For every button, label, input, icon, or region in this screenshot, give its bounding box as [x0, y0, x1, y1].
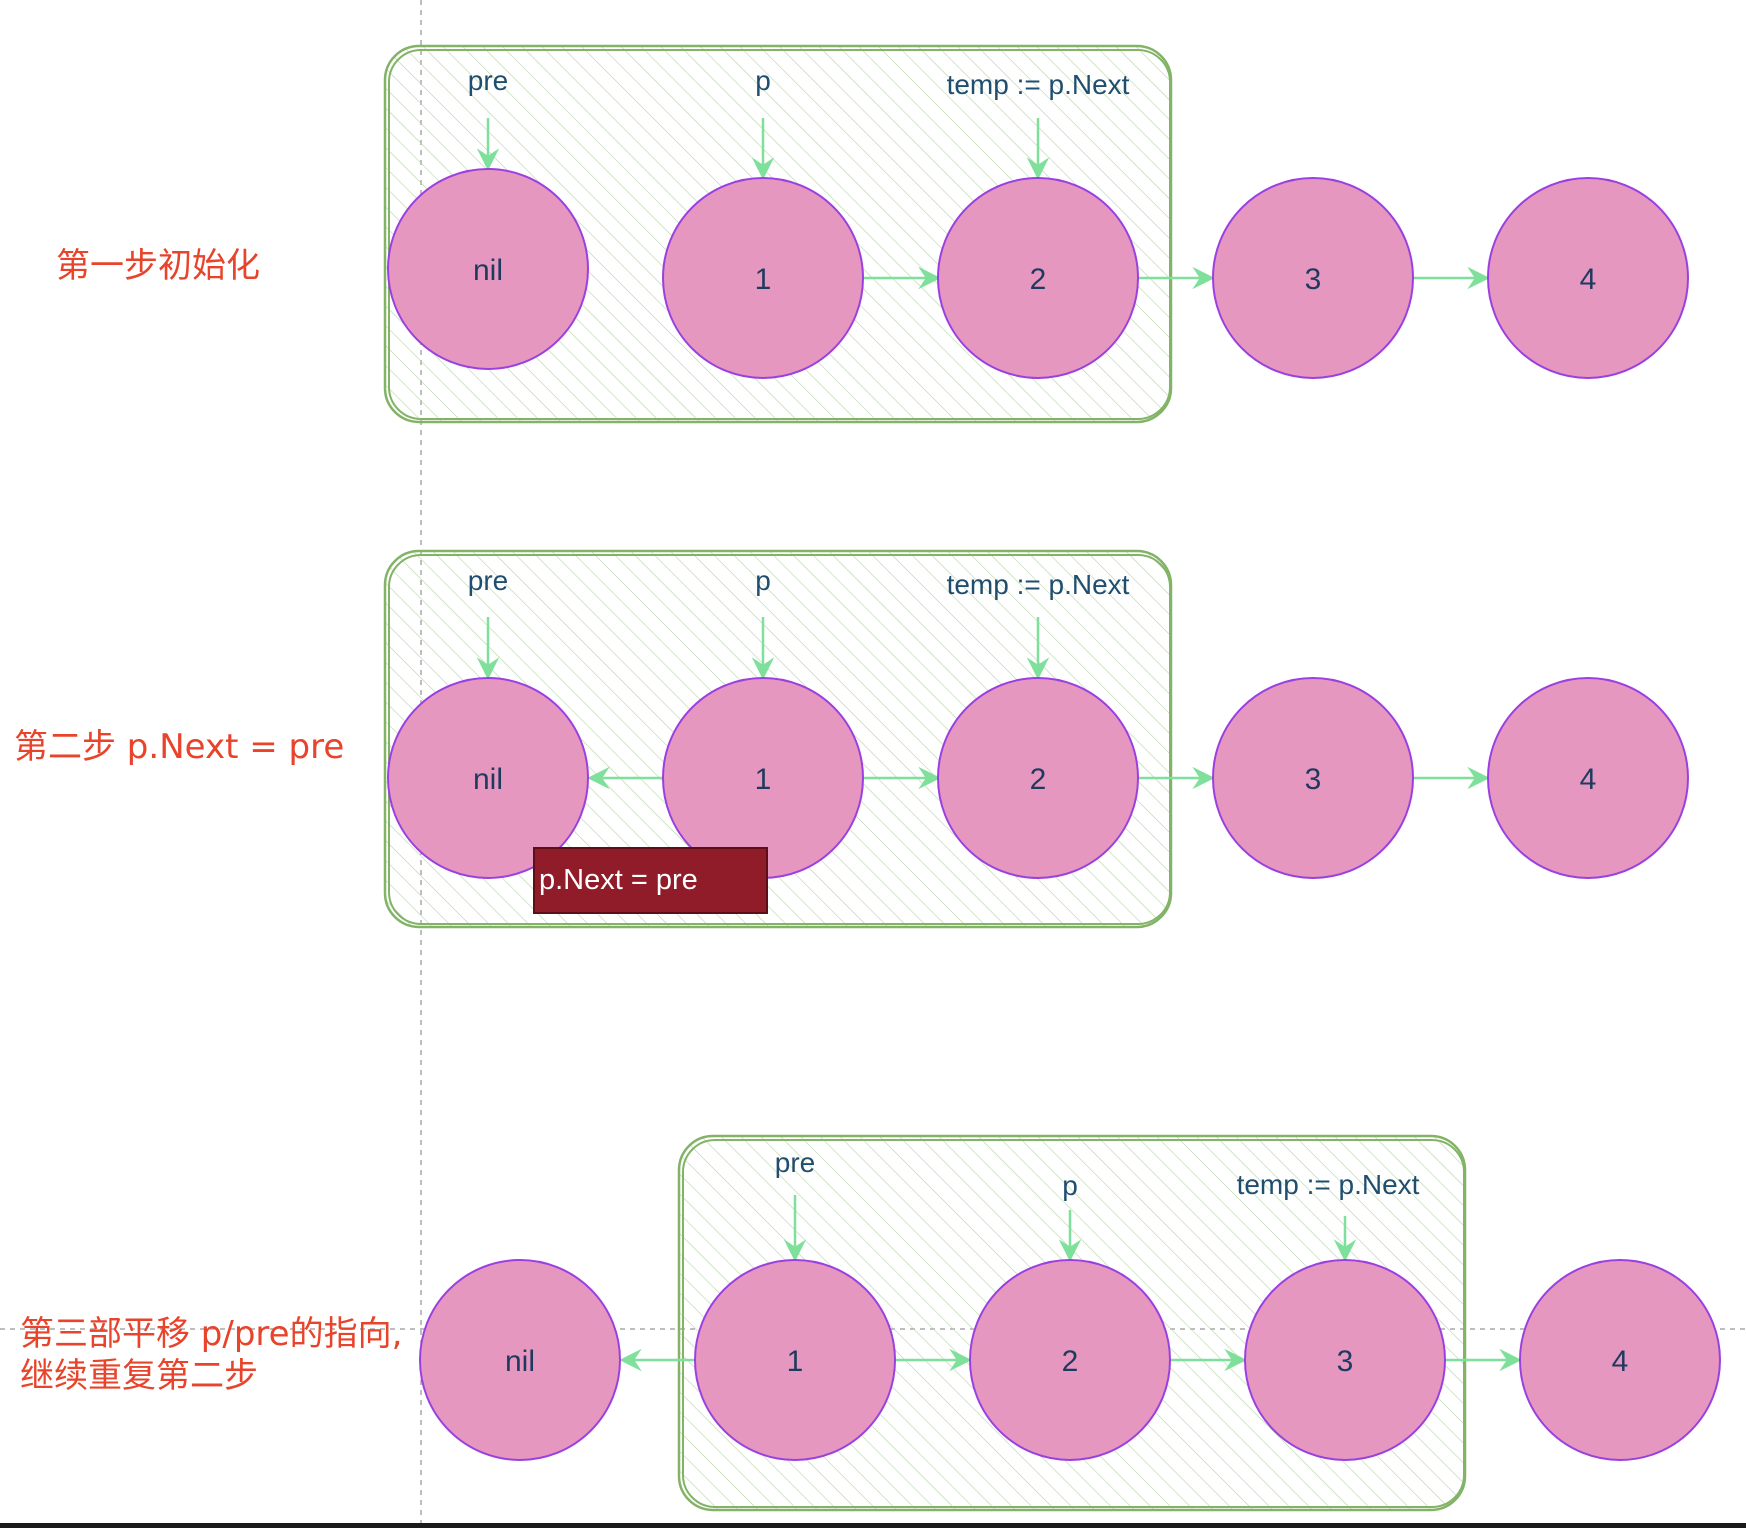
node-label: 2: [1030, 763, 1047, 796]
node-label: 2: [1030, 263, 1047, 296]
node-label: 4: [1580, 763, 1597, 796]
list-node: 2: [937, 677, 1139, 879]
step2-label: 第二步 p.Next = pre: [14, 727, 345, 767]
node-label: 2: [1062, 1345, 1079, 1378]
pointer-label-temp: temp := p.Next: [947, 69, 1130, 100]
list-node: nil: [387, 677, 589, 879]
node-label: nil: [473, 763, 503, 796]
step1-pointer-labels: pre p temp := p.Next: [468, 65, 1130, 100]
step3-label-line2: 继续重复第二步: [20, 1356, 258, 1396]
step2-pointer-labels: pre p temp := p.Next: [468, 565, 1130, 600]
pointer-label-pre: pre: [468, 565, 508, 596]
pointer-label-pre: pre: [775, 1147, 815, 1178]
list-node: 4: [1519, 1259, 1721, 1461]
node-label: nil: [473, 254, 503, 287]
step1-label: 第一步初始化: [56, 246, 260, 286]
list-node: 2: [969, 1259, 1171, 1461]
step1-nodes: nil 1 2 3 4: [387, 168, 1689, 379]
node-label: 1: [755, 763, 772, 796]
step2-pointer-arrows: [476, 617, 1050, 680]
step1-pointer-arrows: [476, 118, 1050, 180]
step2-nodes: nil 1 2 3 4: [387, 677, 1689, 879]
pointer-label-p: p: [755, 65, 771, 96]
node-label: 1: [787, 1345, 804, 1378]
pointer-label-pre: pre: [468, 65, 508, 96]
pointer-label-temp: temp := p.Next: [1237, 1169, 1420, 1200]
step3-pointer-labels: pre p temp := p.Next: [775, 1147, 1420, 1201]
step3-label-line1: 第三部平移 p/pre的指向,: [20, 1314, 403, 1354]
code-note-box: p.Next = pre: [533, 847, 768, 914]
list-node: 4: [1487, 677, 1689, 879]
pointer-label-p: p: [1062, 1170, 1078, 1201]
node-label: 3: [1337, 1345, 1354, 1378]
list-node: 3: [1244, 1259, 1446, 1461]
list-node: nil: [387, 168, 589, 370]
node-label: 3: [1305, 763, 1322, 796]
step3-pointer-arrows: [783, 1195, 1357, 1262]
pointer-label-p: p: [755, 565, 771, 596]
list-node: nil: [419, 1259, 621, 1461]
list-node: 3: [1212, 677, 1414, 879]
node-label: 4: [1580, 263, 1597, 296]
list-node: 2: [937, 177, 1139, 379]
node-label: 3: [1305, 263, 1322, 296]
node-label: 4: [1612, 1345, 1629, 1378]
node-label: 1: [755, 263, 772, 296]
node-label: nil: [505, 1345, 535, 1378]
list-node: 1: [662, 177, 864, 379]
list-node: 1: [694, 1259, 896, 1461]
pointer-label-temp: temp := p.Next: [947, 569, 1130, 600]
bottom-border: [0, 1523, 1746, 1528]
list-node: 4: [1487, 177, 1689, 379]
list-node: 3: [1212, 177, 1414, 379]
step3-nodes: nil 1 2 3 4: [419, 1259, 1721, 1461]
